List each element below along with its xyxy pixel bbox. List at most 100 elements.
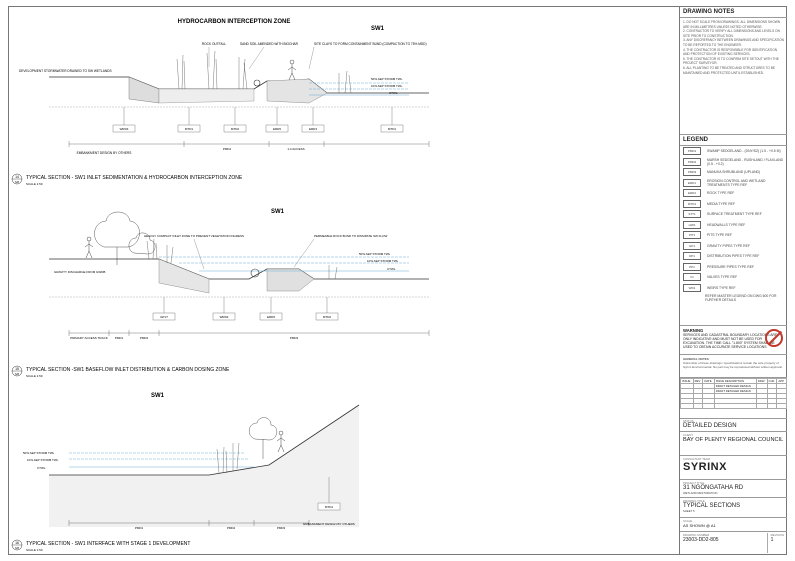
level-ctwl: CTWL: [389, 91, 398, 95]
section-caption: TYPICAL SECTION - SW1 INLET SEDIMENTATIO…: [26, 175, 243, 181]
scale-block: SCALE AS SHOWN @ A1: [680, 518, 787, 532]
callout-rock-outfall: ROCK OUTFALL: [202, 42, 226, 46]
zone-pmd1: PMD1: [135, 526, 144, 530]
tag-erd5: ERD5: [273, 127, 281, 131]
section-id: 16: [15, 541, 19, 545]
tag-mtd1: MTD1: [185, 127, 193, 131]
status-block: STATUS DETAILED DESIGN: [680, 418, 787, 432]
table-row: DRAFT DETAILED DESIGN: [680, 388, 787, 394]
section-14: HYDROCARBON INTERCEPTION ZONE SW1 R: [11, 19, 430, 186]
section-id: 15: [15, 367, 19, 371]
section-id: 14: [15, 175, 19, 179]
syrinx-logo: SYRINX: [683, 461, 727, 473]
zone-pmd3: PMD3: [290, 336, 299, 340]
drawing-sheet: HYDROCARBON INTERCEPTION ZONE SW1 R: [8, 6, 787, 555]
section-caption: TYPICAL SECTION - SW1 INTERFACE WITH STA…: [26, 541, 190, 547]
level-50aep: 50% AEP STORM TWL: [359, 252, 391, 256]
drawing-number: 23003-DD2-805: [683, 537, 719, 543]
callout-embankment: EMBANKMENT DESIGN BY OTHERS: [77, 151, 132, 155]
legend-item: REFER MASTER LEGEND ON DWG 600 FOR FURTH…: [705, 294, 777, 303]
callout-sand-soil: SAND SOIL AMENDED WITH BIOCHAR: [240, 42, 299, 46]
zone-access-track: PRIMARY ACCESS TRACK: [70, 336, 108, 340]
cell-label: SW1: [151, 393, 165, 399]
tag-mtd2: MTD2: [231, 127, 239, 131]
section-ref: S/8: [15, 546, 19, 550]
callout-rock-bund: PERMEABLE ROCK BUND TO DISSIPATE SW FLOW: [314, 234, 387, 238]
project-block: PROJECT TITLE 31 NGONGATAHA RD WETLAND R…: [680, 480, 787, 498]
level-50aep: 50% AEP STORM TWL: [23, 451, 55, 455]
zone-pmd2: PMD2: [227, 526, 236, 530]
tag-mtd2: MTD2: [323, 315, 331, 319]
tag-erd5: ERD5: [267, 315, 275, 319]
rev-header-row: ISSUE REV DATE ISSUE DESCRIPTION DRW CHK…: [680, 378, 787, 384]
section-ref: S/8: [15, 180, 19, 184]
level-10aep: 10% AEP STORM TWL: [27, 458, 59, 462]
general-notes: GENERAL NOTES Ownership of these drawing…: [680, 356, 787, 378]
zone-pmd1: PMD1: [223, 147, 232, 151]
section-ref: S/8: [15, 372, 19, 376]
cell-label: SW1: [371, 26, 385, 32]
client-value: BAY OF PLENTY REGIONAL COUNCIL: [683, 437, 784, 443]
legend-title: LEGEND: [680, 134, 787, 146]
section-scale: SCALE 1:50: [26, 374, 43, 378]
revision-number: 1: [770, 537, 774, 543]
section-caption: TYPICAL SECTION -SW1 BASEFLOW INLET DIST…: [26, 367, 230, 373]
section-15: SW1 HEAVILY COMPACT INLET ZO: [11, 209, 430, 378]
callout-gravity: GRAVITY DISCHARGE FROM GWDB: [54, 270, 105, 274]
callout-development: DEVELOPMENT STORMWATER DRAINED TO SW WET…: [19, 69, 112, 73]
zone-access: 1:4 ACCESS: [287, 147, 304, 151]
note: 3. ANY DISCREPANCY BETWEEN DRAWINGS AND …: [683, 38, 784, 47]
level-10aep: 10% AEP STORM TWL: [367, 259, 399, 263]
title-block-panel: DRAWING NOTES 1. DO NOT SCALE FROM DRAWI…: [679, 7, 787, 554]
level-ctwl: CTWL: [37, 466, 46, 470]
tag-mtd1-b: MTD1: [388, 127, 396, 131]
zone-title: HYDROCARBON INTERCEPTION ZONE: [178, 19, 291, 25]
level-10aep: 10% AEP STORM TWL: [371, 84, 403, 88]
note: 5. THE CONTRACTOR IS TO CONFIRM SITE SET…: [683, 56, 779, 66]
tag-mtd1: MTD1: [325, 505, 333, 509]
client-block: CLIENT BAY OF PLENTY REGIONAL COUNCIL: [680, 432, 787, 456]
tag-gp1t: GP1T: [160, 315, 168, 319]
drawing-notes: 1. DO NOT SCALE FROM DRAWINGS. ALL DIMEN…: [680, 18, 787, 134]
drawing-notes-title: DRAWING NOTES: [680, 7, 787, 18]
section-16: SW1 50% AEP STORM TWL 10% AEP STORM TWL …: [11, 393, 360, 552]
sheet-number: SHEET 5: [683, 509, 695, 513]
section-scale: SCALE 1:50: [26, 548, 43, 552]
note: 2. CONTRACTOR TO VERIFY ALL DIMENSIONS A…: [683, 29, 780, 38]
warning-title: WARNING: [683, 328, 704, 333]
note: 6. ALL PLANTING TO BE TREATED AND STRUCT…: [683, 65, 775, 75]
callout-embankment: EMBANKMENT DESIGN BY OTHERS: [303, 522, 355, 526]
note: 1. DO NOT SCALE FROM DRAWINGS. ALL DIMEN…: [683, 20, 781, 29]
tag-wrd4: WRD4: [120, 127, 129, 131]
zone-pmd1: PMD1: [115, 336, 124, 340]
warning-box: WARNING SERVICES AND CADASTRAL BOUNDARY …: [680, 325, 787, 355]
tag-wrd4: WRD4: [220, 315, 229, 319]
drawing-title-block: DRAWING TITLE TYPICAL SECTIONS SHEET 5: [680, 498, 787, 518]
drawing-title: TYPICAL SECTIONS: [683, 503, 741, 509]
callout-compact-inlet: HEAVILY COMPACT INLET ZONE TO PREVENT VE…: [144, 234, 244, 238]
drawing-area: HYDROCARBON INTERCEPTION ZONE SW1 R: [11, 19, 430, 552]
project-title: 31 NGONGATAHA RD: [683, 485, 744, 491]
level-50aep: 50% AEP STORM TWL: [371, 77, 403, 81]
zone-pmd2: PMD2: [140, 336, 149, 340]
note: 4. THE CONTRACTOR IS RESPONSIBLE FOR IDE…: [683, 47, 778, 57]
zone-pmd3: PMD3: [277, 526, 286, 530]
warning-text: SERVICES AND CADASTRAL BOUNDARY LOCATION…: [683, 333, 778, 349]
scale-value: AS SHOWN @ A1: [683, 523, 716, 528]
level-ctwl: CTWL: [387, 267, 396, 271]
consultant-block: CONSULTANT TEAM SYRINX: [680, 456, 787, 480]
